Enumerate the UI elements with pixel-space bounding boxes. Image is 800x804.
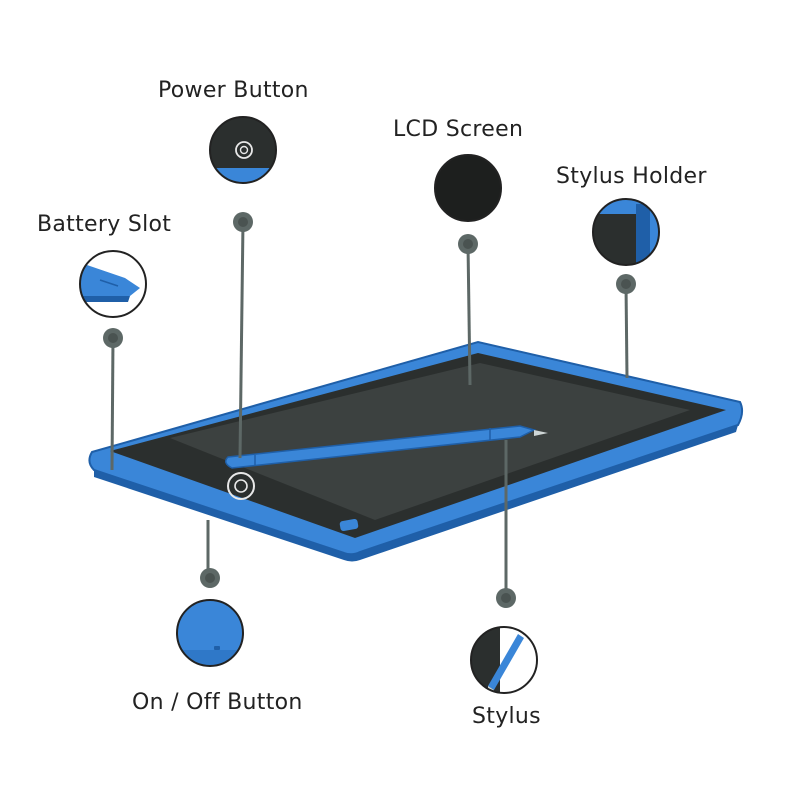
connector-power <box>238 221 245 459</box>
callout-battery-slot <box>79 250 147 318</box>
label-on-off-button: On / Off Button <box>132 690 303 715</box>
connector-battery <box>110 337 115 471</box>
dot-holder <box>616 274 636 294</box>
callout-stylus-holder <box>592 198 660 266</box>
label-power-button: Power Button <box>158 78 309 103</box>
connector-holder <box>624 283 629 379</box>
callout-stylus <box>470 626 538 694</box>
dot-stylus <box>496 588 516 608</box>
callout-lcd-screen <box>434 154 502 222</box>
label-stylus-holder: Stylus Holder <box>556 164 707 189</box>
tablet-frame-edge <box>94 425 738 562</box>
callout-power-button <box>209 116 277 184</box>
connector-lcd <box>466 243 472 386</box>
connectors <box>110 221 629 598</box>
label-battery-slot: Battery Slot <box>37 212 172 237</box>
power-icon <box>235 141 253 159</box>
tablet-power-button <box>227 472 255 500</box>
label-lcd-screen: LCD Screen <box>393 117 524 142</box>
callout-on-off-button <box>176 599 244 667</box>
stylus-on-tablet <box>225 425 548 469</box>
label-stylus: Stylus <box>472 704 541 729</box>
dot-lcd <box>458 234 478 254</box>
connector-dots <box>103 212 636 608</box>
dot-onoff <box>200 568 220 588</box>
dot-battery <box>103 328 123 348</box>
tablet <box>88 340 744 562</box>
erase-key <box>339 518 359 532</box>
dot-power <box>233 212 253 232</box>
